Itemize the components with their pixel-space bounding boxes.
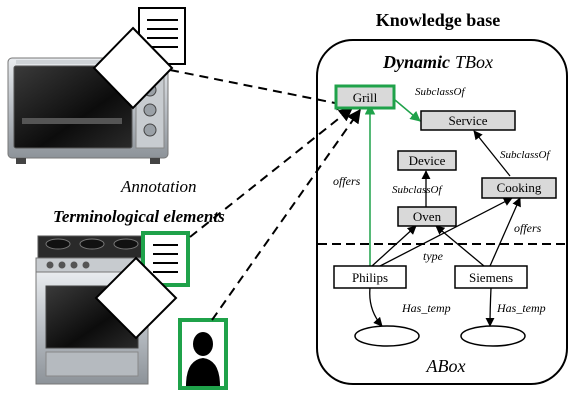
concept-cooking-label: Cooking	[497, 180, 542, 195]
edge-siemens-has-temp	[485, 287, 495, 327]
edge-philips-cooking	[379, 197, 513, 267]
tbox-title-tbox: TBox	[455, 52, 493, 72]
edge-label-subclassof: SubclassOf	[415, 86, 466, 98]
edge-label-offers: offers	[333, 174, 361, 188]
document-icon-highlighted	[141, 231, 190, 287]
knowledge-base-title: Knowledge base	[376, 10, 501, 30]
annotation-link	[211, 108, 361, 321]
temperature-value-philips	[354, 325, 420, 347]
edge-philips-has-temp	[369, 287, 383, 327]
concept-grill-box	[334, 84, 396, 110]
edge-label-subclassof: SubclassOf	[392, 184, 443, 196]
temperature-value-siemens	[460, 325, 526, 347]
concept-device-box	[397, 150, 457, 171]
concept-device-label: Device	[409, 153, 446, 168]
concept-oven-label: Oven	[413, 209, 442, 224]
concept-service-box	[420, 110, 516, 131]
individual-siemens-box	[454, 265, 528, 289]
edge-label-type: type	[423, 249, 444, 263]
annotation-link	[189, 107, 354, 238]
annotation-diamond	[94, 256, 178, 340]
edge-label-subclassof: SubclassOf	[500, 149, 551, 161]
edge-label-has-temp: Has_temp	[401, 301, 451, 315]
edge-label-offers: offers	[514, 221, 542, 235]
terminological-elements-label: Terminological elements	[53, 207, 225, 226]
concept-grill-label: Grill	[353, 90, 378, 105]
annotation-link	[169, 69, 352, 111]
individual-philips-box	[333, 265, 407, 289]
person-silhouette-icon	[178, 318, 228, 390]
abox-title: ABox	[426, 356, 466, 376]
concept-oven-box	[397, 206, 457, 227]
edge-siemens-cooking	[489, 197, 521, 267]
concept-cooking-box	[481, 177, 557, 199]
edge-label-has-temp: Has_temp	[496, 301, 546, 315]
annotation-label: Annotation	[120, 177, 197, 196]
edge-siemens-oven	[435, 225, 485, 267]
concept-service-label: Service	[449, 113, 488, 128]
annotation-diamond	[92, 26, 174, 110]
edge-grill-service	[394, 99, 421, 122]
individual-siemens-label: Siemens	[469, 270, 513, 285]
tbox-title-dynamic: Dynamic	[382, 52, 450, 72]
individual-philips-label: Philips	[352, 270, 388, 285]
edge-cooking-service	[473, 130, 511, 177]
knowledge-base-frame	[316, 39, 568, 385]
edge-philips-oven	[371, 225, 417, 267]
